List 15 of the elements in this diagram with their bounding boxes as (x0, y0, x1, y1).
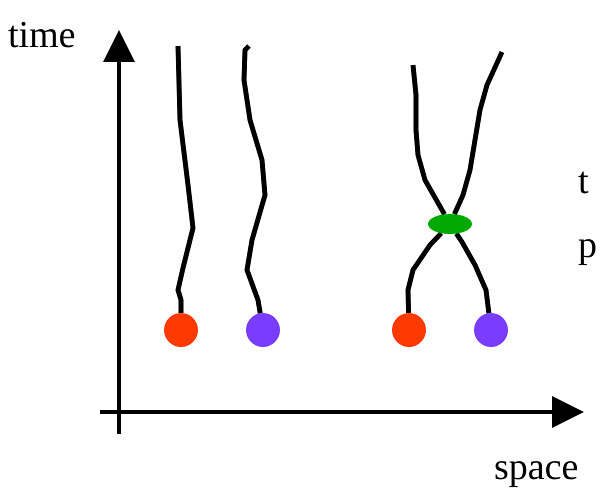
axis-label: time (8, 16, 76, 54)
axis-label: space (494, 448, 578, 486)
worldline (242, 44, 268, 314)
particle-dot (164, 313, 198, 347)
worldline (410, 64, 447, 216)
worldline (454, 232, 492, 314)
worldline (452, 50, 504, 216)
particle-dot (474, 313, 508, 347)
particle-dot (246, 313, 280, 347)
worldline (406, 231, 444, 314)
worldline (176, 46, 196, 313)
interaction-ellipse (428, 214, 472, 234)
stray-letter: p (578, 226, 597, 264)
particle-dot (392, 313, 426, 347)
stray-letter: t (578, 162, 589, 200)
